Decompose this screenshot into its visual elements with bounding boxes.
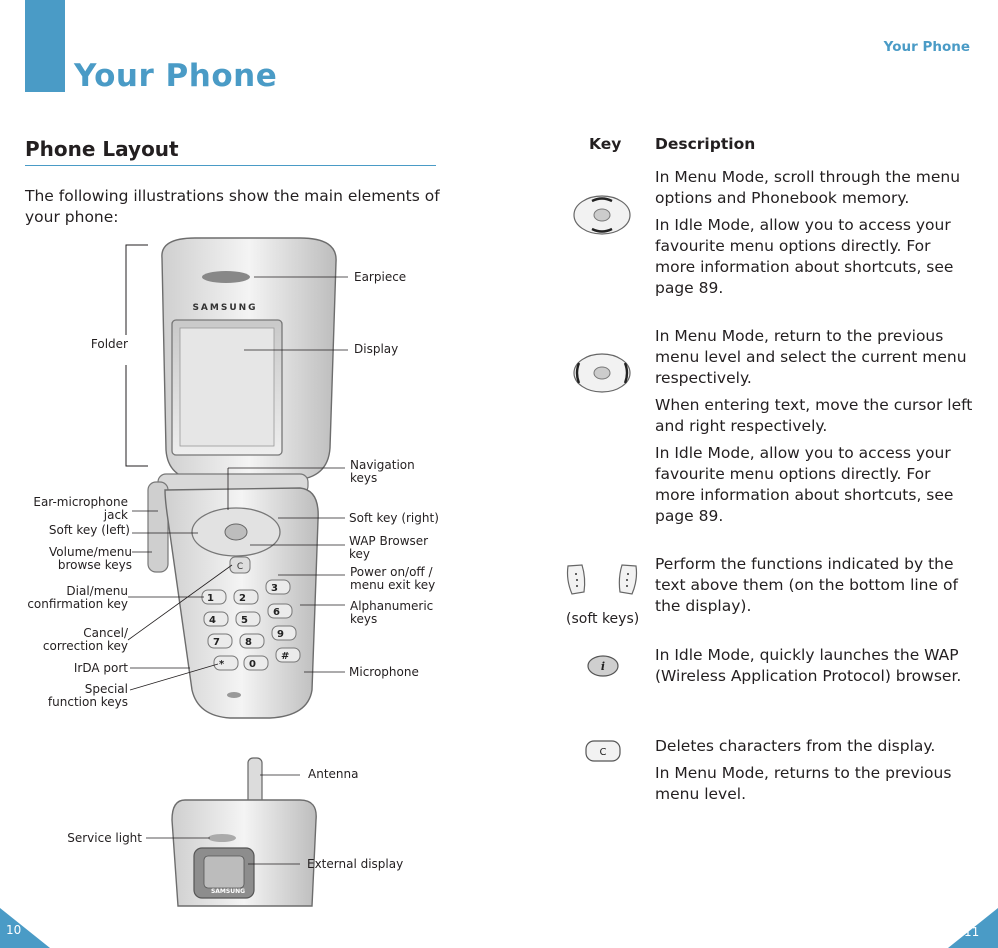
microphone-shape bbox=[227, 692, 241, 698]
svg-text:0: 0 bbox=[249, 659, 256, 670]
label-soft-key-right: Soft key (right) bbox=[349, 511, 439, 525]
section-title: Phone Layout bbox=[25, 137, 179, 161]
service-light-shape bbox=[208, 834, 236, 842]
folio-left-tab bbox=[0, 908, 50, 948]
side-volume bbox=[147, 481, 169, 573]
svg-text:2: 2 bbox=[239, 593, 246, 604]
svg-text:C: C bbox=[600, 747, 607, 758]
section-rule bbox=[25, 165, 436, 166]
c-key-shape bbox=[229, 556, 251, 574]
label-power-menu-exit-key: Power on/off /menu exit key bbox=[350, 565, 436, 592]
running-head: Your Phone bbox=[883, 39, 970, 55]
keypad bbox=[201, 579, 301, 671]
label-microphone: Microphone bbox=[349, 665, 419, 679]
row-1-description: In Menu Mode, scroll through the menu op… bbox=[655, 168, 961, 297]
wap-key-icon: i bbox=[587, 655, 619, 677]
c-key-label: C bbox=[237, 562, 243, 572]
display-glass bbox=[179, 327, 275, 447]
label-antenna: Antenna bbox=[308, 767, 359, 781]
svg-text:*: * bbox=[219, 659, 225, 670]
svg-text:3: 3 bbox=[271, 583, 278, 594]
up-down-navigation-icon bbox=[573, 195, 631, 235]
svg-text:6: 6 bbox=[273, 607, 280, 618]
table-header-key: Key bbox=[589, 135, 622, 153]
keypad-digits: 1 2 3 4 5 6 7 8 9 * 0 # bbox=[207, 583, 289, 670]
label-cancel-correction-key: Cancel/correction key bbox=[42, 626, 128, 653]
svg-text:1: 1 bbox=[207, 593, 214, 604]
soft-keys-icon bbox=[566, 564, 638, 595]
svg-text:7: 7 bbox=[213, 637, 220, 648]
c-key-icon: C bbox=[585, 740, 621, 762]
svg-text:9: 9 bbox=[277, 629, 284, 640]
page-number-right: 11 bbox=[964, 925, 980, 939]
row-3-description: Perform the functions indicated by the t… bbox=[655, 555, 958, 615]
label-earpiece: Earpiece bbox=[354, 270, 407, 284]
svg-text:4: 4 bbox=[209, 615, 216, 626]
label-external-display: External display bbox=[307, 857, 404, 871]
label-service-light: Service light bbox=[67, 831, 142, 845]
svg-text:i: i bbox=[601, 660, 605, 673]
folder-bracket bbox=[125, 244, 148, 467]
row-4-description: In Idle Mode, quickly launches the WAP (… bbox=[655, 646, 962, 685]
left-right-navigation-icon bbox=[573, 353, 631, 393]
label-soft-key-left: Soft key (left) bbox=[48, 523, 130, 537]
page-title: Your Phone bbox=[74, 58, 278, 94]
leader-lines bbox=[127, 276, 348, 691]
label-irda-port: IrDA port bbox=[73, 661, 128, 675]
row-2-description: In Menu Mode, return to the previous men… bbox=[655, 327, 973, 525]
closed-leader-lines bbox=[146, 774, 300, 865]
svg-text:SAMSUNG: SAMSUNG bbox=[211, 888, 245, 895]
page-number-left: 10 bbox=[6, 923, 22, 937]
earpiece-shape bbox=[202, 271, 250, 283]
soft-keys-caption: (soft keys) bbox=[566, 611, 640, 627]
brand-upper: SAMSUNG bbox=[192, 303, 257, 313]
phone-illustration: SAMSUNG C 1 2 3 4 5 6 7 8 9 * 0 # bbox=[125, 237, 348, 907]
label-display: Display bbox=[354, 342, 399, 356]
svg-text:8: 8 bbox=[245, 637, 252, 648]
row-5-description: Deletes characters from the display. In … bbox=[655, 737, 952, 803]
wap-key-shape bbox=[224, 523, 248, 541]
label-folder: Folder bbox=[90, 337, 128, 351]
svg-text:5: 5 bbox=[241, 615, 248, 626]
intro-text: The following illustrations show the mai… bbox=[25, 187, 440, 226]
header-accent-bar bbox=[25, 0, 65, 92]
folio-right-tab bbox=[948, 908, 998, 948]
table-header-description: Description bbox=[655, 135, 756, 153]
svg-text:#: # bbox=[281, 651, 289, 662]
